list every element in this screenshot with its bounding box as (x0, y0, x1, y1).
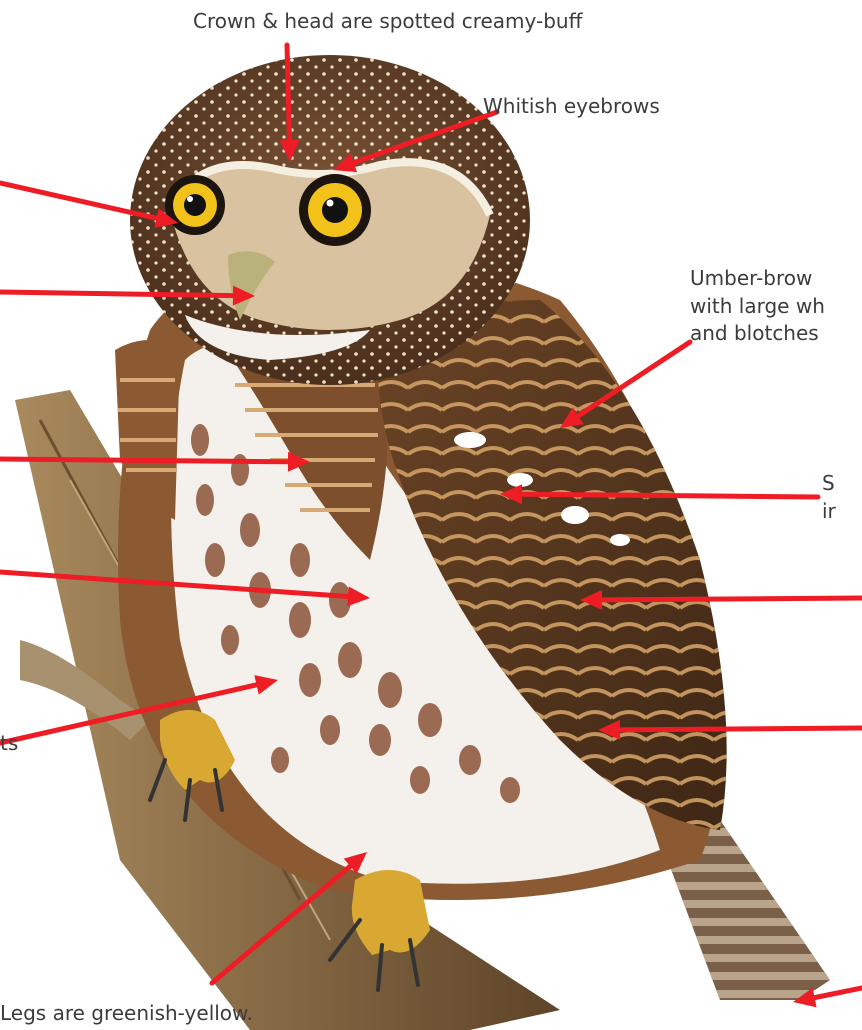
label-scapulars-line-2: ir (822, 498, 836, 525)
label-scapulars-line-1: S (822, 470, 835, 497)
left-eye (165, 175, 225, 235)
label-mantle-line-2: with large wh (690, 293, 825, 320)
label-flank-fragment: ts (0, 730, 18, 757)
label-mantle-line-1: Umber-brow (690, 265, 812, 292)
label-legs: Legs are greenish-yellow. (0, 1000, 253, 1027)
label-crown: Crown & head are spotted creamy-buff (193, 8, 582, 35)
label-eyebrows: Whitish eyebrows (483, 93, 660, 120)
owl-head (130, 55, 530, 385)
right-eye (299, 174, 371, 246)
label-mantle-line-3: and blotches (690, 320, 819, 347)
